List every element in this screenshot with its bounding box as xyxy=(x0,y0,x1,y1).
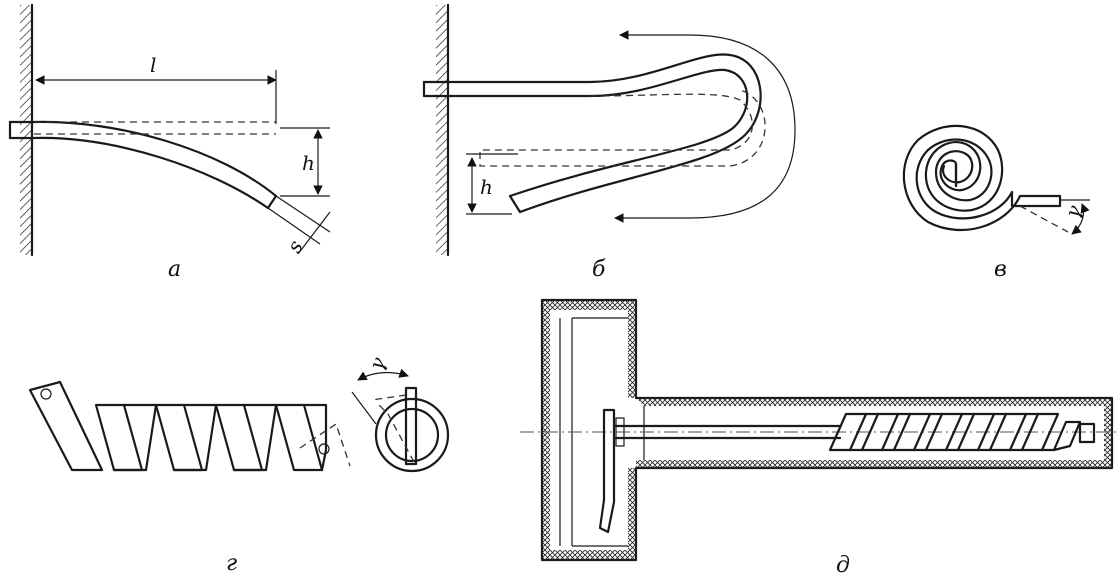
helix-bands xyxy=(94,403,328,472)
end-view-tab xyxy=(404,386,418,466)
end-view-outer-ring xyxy=(374,397,450,473)
panel-v-spiral-spring: γ в xyxy=(902,124,1090,282)
caption-a: а xyxy=(168,257,181,282)
end-view-inner-ring xyxy=(384,407,440,463)
label-h: h xyxy=(302,151,315,175)
label-l: l xyxy=(150,53,156,77)
panel-b-large-deflection-spring: h б xyxy=(422,3,796,282)
bent-spring xyxy=(8,120,278,210)
caption-g: г xyxy=(226,551,237,576)
label-gamma: γ xyxy=(364,354,391,373)
wall-hatching xyxy=(20,5,32,255)
caption-b: б xyxy=(592,257,606,282)
panel-g-torsion-spring: γ г xyxy=(28,354,450,576)
spring-end-cap xyxy=(1078,422,1096,444)
pointer xyxy=(598,408,616,534)
deflection-arrow xyxy=(614,30,796,223)
helical-spring xyxy=(828,412,1082,452)
caption-d: д xyxy=(836,553,850,578)
shaft xyxy=(612,424,842,440)
spiral-inner xyxy=(915,138,1062,220)
label-s: s xyxy=(282,236,308,257)
wall-hatching xyxy=(436,5,448,255)
left-tab xyxy=(28,380,104,472)
panel-d-instrument-assembly: д xyxy=(520,298,1118,578)
label-h: h xyxy=(480,175,493,199)
panel-a-cantilever-spring: l h s а xyxy=(8,3,331,282)
caption-v: в xyxy=(994,257,1007,282)
spiral-outer xyxy=(902,124,1062,232)
unloaded-spring-dashed xyxy=(34,121,276,135)
looped-spring xyxy=(422,53,762,214)
housing-outer xyxy=(540,298,1114,562)
